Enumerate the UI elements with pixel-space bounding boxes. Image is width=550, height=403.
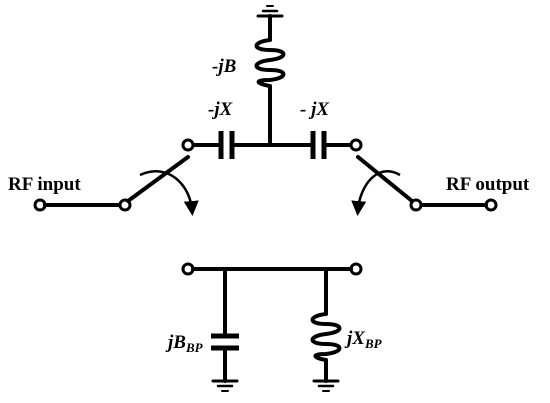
bottom-bandpass-network: jBBP jXBP (165, 262, 383, 392)
top-left-terminal (181, 138, 195, 152)
series-branch (191, 131, 353, 159)
shunt-inductor-top-label: -jB (212, 56, 236, 77)
bp-shunt-capacitor (211, 267, 239, 392)
bp-cap-label: jBBP (165, 332, 204, 355)
rf-input-switch: RF input (8, 155, 199, 216)
rf-output-switch: RF output (351, 155, 530, 216)
rf-output-label: RF output (446, 174, 530, 195)
rf-input-label: RF input (8, 174, 81, 195)
ground-symbol-top (256, 5, 284, 42)
top-t-network: -jB -jX - jX (181, 5, 363, 159)
bp-cap-label-sub: BP (185, 340, 204, 355)
series-cap-right-label: - jX (300, 99, 330, 120)
bp-shunt-inductor (310, 267, 342, 392)
top-right-terminal (349, 138, 363, 152)
bp-cap-label-main: jB (165, 332, 186, 353)
bp-ind-label: jXBP (344, 328, 383, 351)
shunt-inductor-top (254, 38, 286, 147)
series-cap-left-label: -jX (208, 99, 234, 120)
rf-output-pivot (409, 198, 423, 212)
bp-ind-label-sub: BP (364, 336, 383, 351)
ground-symbol-bp-ind (312, 379, 340, 392)
bp-ind-label-main: jX (344, 328, 366, 349)
ground-symbol-bp-cap (211, 379, 239, 392)
rf-output-switch-arrow (351, 170, 401, 216)
rf-input-switch-arrow (139, 170, 199, 216)
